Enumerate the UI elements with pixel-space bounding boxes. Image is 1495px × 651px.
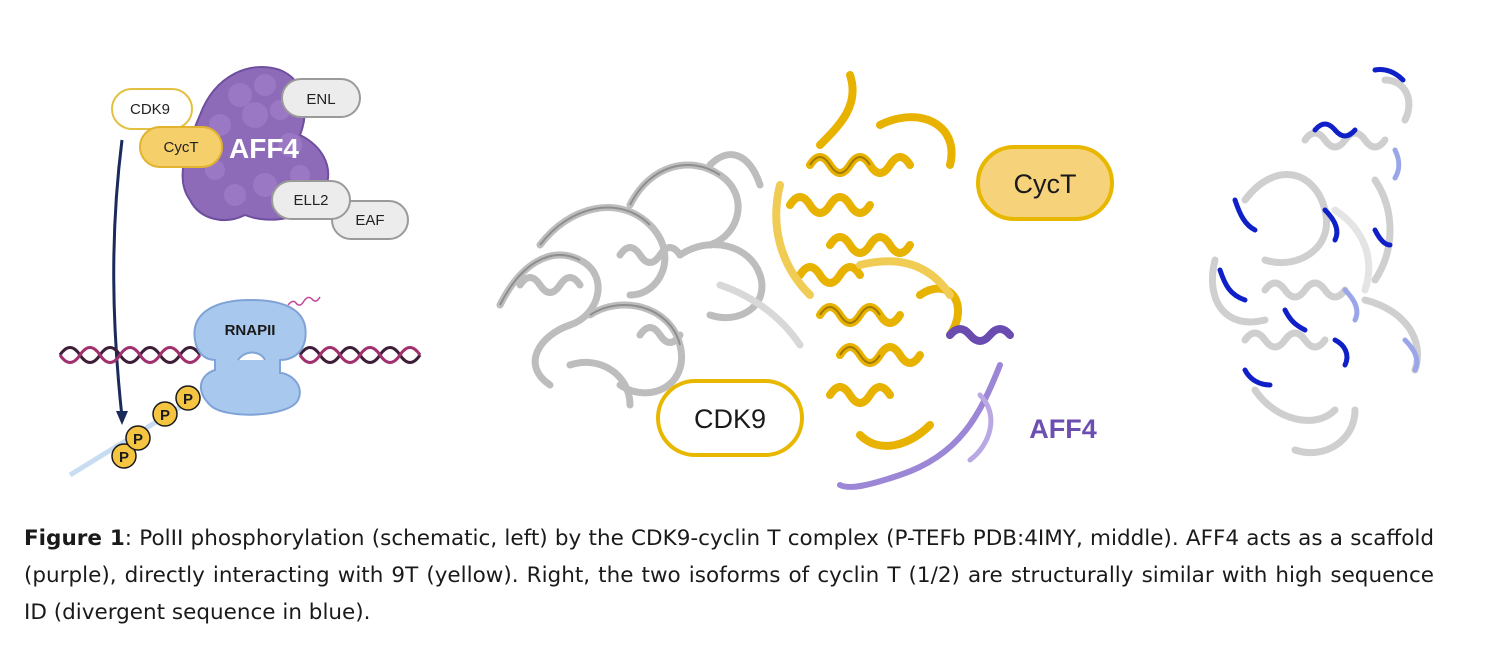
enl-label: ENL [306,91,335,108]
cyct-label: CycT [164,139,199,156]
overlay-panel [1185,60,1445,480]
overlay-drawing [1208,67,1422,457]
cdk9-ribbon-shade [499,164,721,346]
rna-transcript [287,296,321,306]
svg-text:P: P [160,407,170,424]
structure-cyct-label: CycT [1014,169,1077,199]
overlay-blue-segments [1217,67,1406,388]
eaf-pill: EAF [331,200,409,240]
structure-drawing: CycT CDK9 AFF4 [496,71,1114,490]
cyct-ribbon-shade [809,156,881,364]
phosphate-2: P [125,425,151,451]
rnapii-label: RNAPII [225,322,276,339]
schematic-drawing: ENL EAF ELL2 CDK9 CycT AFF4 [58,66,422,478]
ell2-label: ELL2 [293,192,328,209]
cdk9-ribbon [496,151,804,409]
phosphate-4: P [175,385,201,411]
structure-cdk9-label: CDK9 [694,404,766,434]
cyct-pill: CycT [139,126,223,168]
caption-label: Figure 1 [24,526,125,551]
structure-panel: CycT CDK9 AFF4 [480,65,1140,510]
phosphate-3: P [152,401,178,427]
cyct-ribbon [772,71,963,450]
cdk9-label: CDK9 [130,101,170,118]
structure-cyct-pill: CycT [976,145,1114,221]
caption-text: : PolII phosphorylation (schematic, left… [24,526,1434,625]
cdk9-pill: CDK9 [111,88,193,130]
svg-text:P: P [119,449,129,466]
schematic-panel: ENL EAF ELL2 CDK9 CycT AFF4 [50,55,430,495]
dna-helix [58,346,422,364]
overlay-lavender-segments [1342,147,1420,373]
phosphate-1: P [111,443,137,469]
arrow-head-icon [116,411,128,425]
eaf-label: EAF [355,212,384,229]
structure-aff4-label: AFF4 [1029,414,1097,444]
ell2-pill: ELL2 [271,180,351,220]
overlay-grey-ribbon [1208,76,1422,457]
enl-pill: ENL [281,78,361,118]
svg-text:P: P [133,431,143,448]
structure-cdk9-pill: CDK9 [656,379,804,457]
rnapii-shape: RNAPII [193,298,307,416]
aff4-ribbon [837,325,1014,490]
arrow-path [112,139,124,418]
svg-text:P: P [183,391,193,408]
figure-caption: Figure 1: PolII phosphorylation (schemat… [24,520,1434,631]
phosphate-group: P P P P [111,385,201,469]
aff4-label: AFF4 [229,133,299,164]
